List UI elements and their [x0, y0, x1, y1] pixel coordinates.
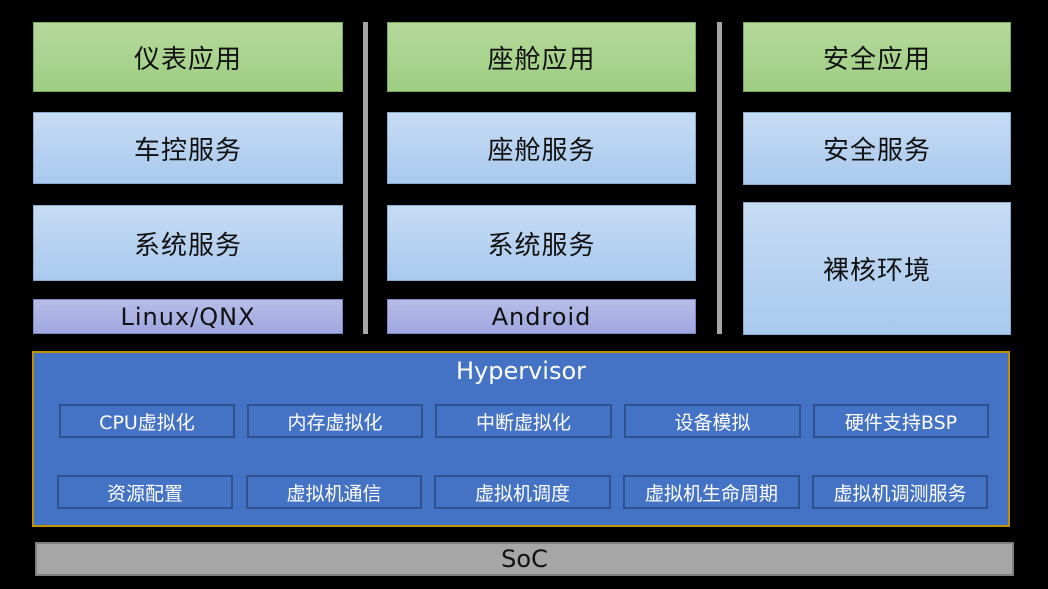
- safety-app-block: 安全应用: [743, 22, 1011, 92]
- instrument-app-block: 仪表应用: [33, 22, 343, 92]
- bare-metal-env-block: 裸核环境: [743, 202, 1011, 335]
- hv-module-vm-lifecycle: 虚拟机生命周期: [623, 475, 800, 509]
- cockpit-app-block: 座舱应用: [387, 22, 696, 92]
- hv-module-vm-scheduling: 虚拟机调度: [434, 475, 611, 509]
- hv-module-cpu-virtualization: CPU虚拟化: [59, 404, 235, 438]
- column-divider-1: [363, 22, 368, 334]
- hv-module-memory-virtualization: 内存虚拟化: [247, 404, 423, 438]
- hv-module-resource-config: 资源配置: [57, 475, 233, 509]
- hv-module-interrupt-virtualization: 中断虚拟化: [435, 404, 612, 438]
- column-divider-2: [717, 22, 722, 334]
- android-os-block: Android: [387, 299, 696, 334]
- hv-module-vm-debug-service: 虚拟机调测服务: [812, 475, 988, 509]
- hypervisor-layer: Hypervisor CPU虚拟化 内存虚拟化 中断虚拟化 设备模拟 硬件支持B…: [32, 351, 1010, 527]
- vehicle-control-service-block: 车控服务: [33, 112, 343, 184]
- system-service-block-2: 系统服务: [387, 205, 696, 281]
- safety-service-block: 安全服务: [743, 112, 1011, 185]
- hv-module-device-emulation: 设备模拟: [624, 404, 801, 438]
- soc-layer: SoC: [35, 542, 1014, 576]
- hypervisor-title: Hypervisor: [455, 357, 587, 385]
- system-service-block-1: 系统服务: [33, 205, 343, 281]
- linux-qnx-os-block: Linux/QNX: [33, 299, 343, 334]
- cockpit-service-block: 座舱服务: [387, 112, 696, 184]
- hv-module-vm-communication: 虚拟机通信: [246, 475, 422, 509]
- hv-module-hardware-bsp: 硬件支持BSP: [813, 404, 989, 438]
